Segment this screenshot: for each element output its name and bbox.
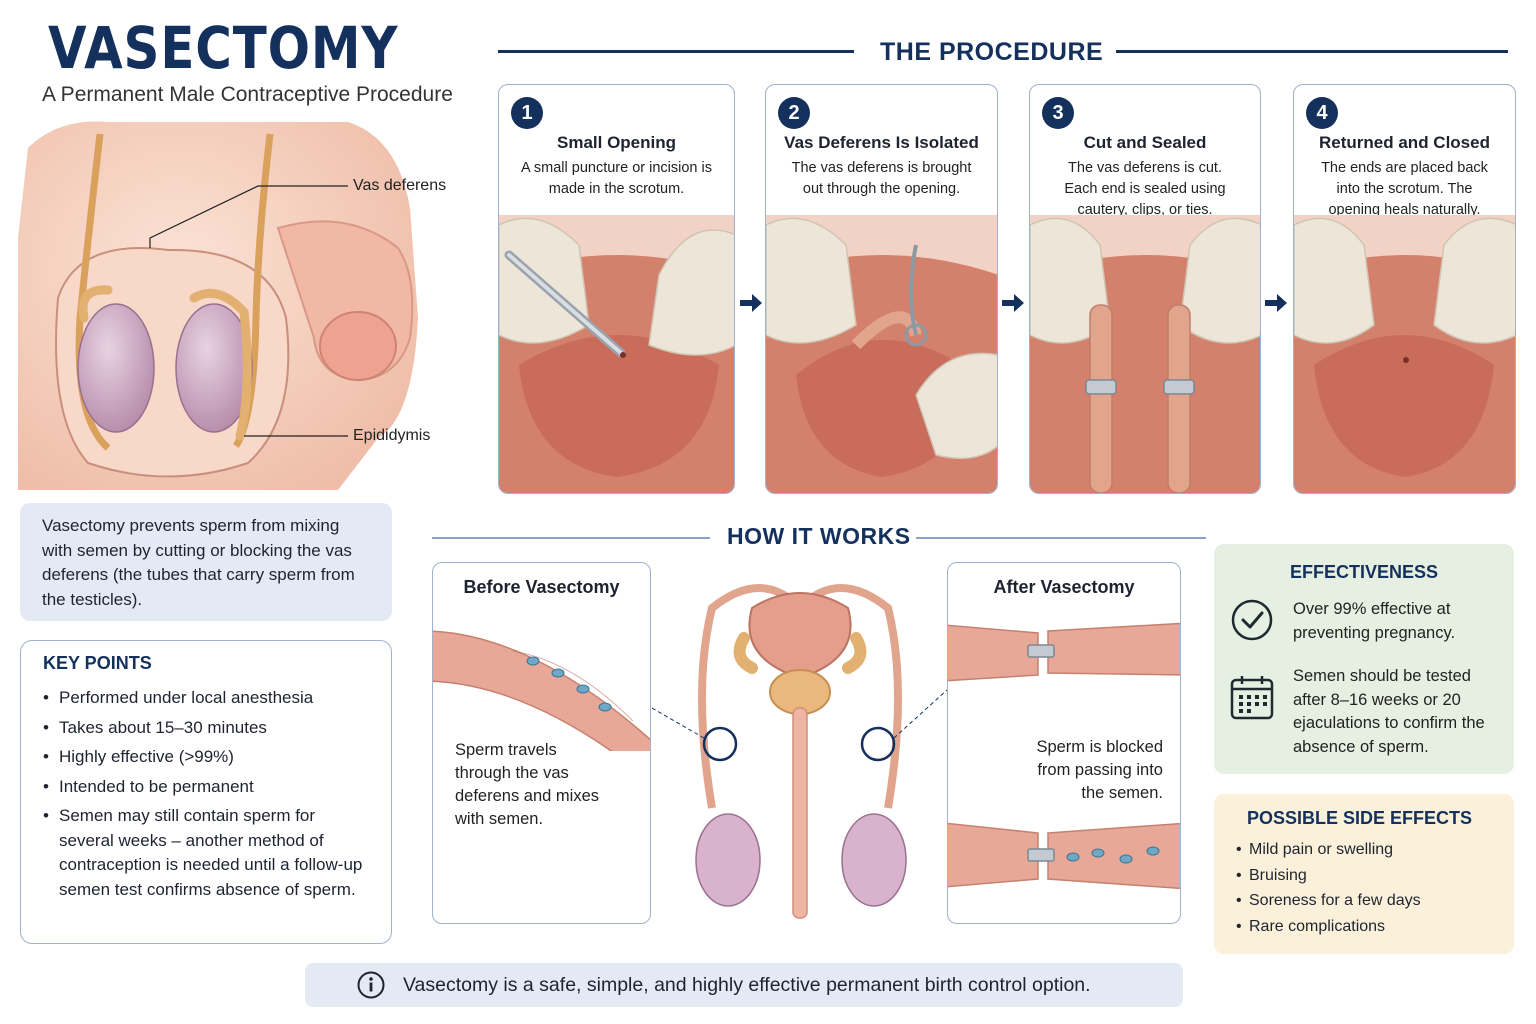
- semen-test-info: Semen should be tested after 8–16 weeks …: [1293, 667, 1485, 756]
- step-card-2: 2 Vas Deferens Is Isolated The vas defer…: [765, 84, 998, 494]
- step-title: Small Opening: [556, 133, 677, 152]
- effectiveness-rate: Over 99% effective at preventing pregnan…: [1293, 600, 1456, 642]
- epididymis-right: [189, 288, 252, 441]
- how-divider-right: [916, 537, 1206, 539]
- after-text: Sperm is blocked from passing into the s…: [1036, 738, 1163, 802]
- step-title: Returned and Closed: [1319, 133, 1490, 152]
- testis-right: [175, 303, 253, 433]
- side-effects-title: POSSIBLE SIDE EFFECTS: [1247, 808, 1473, 828]
- blocked-vas-illustration-bottom: [948, 822, 1180, 890]
- side-effect-item: Bruising: [1236, 863, 1492, 889]
- step-description: The ends are placed back into the scrotu…: [1321, 160, 1488, 218]
- intact-vas-illustration: [433, 630, 650, 751]
- intro-box: Vasectomy prevents sperm from mixing wit…: [20, 503, 392, 621]
- key-point-item: Intended to be permanent: [43, 775, 369, 800]
- step-illustration-closed: [1294, 215, 1515, 493]
- callout-line-vas: [149, 185, 348, 248]
- step-description: The vas deferens is cut. Each end is sea…: [1064, 160, 1226, 218]
- side-effect-item: Rare complications: [1236, 914, 1492, 940]
- key-point-item: Performed under local anesthesia: [43, 686, 369, 711]
- step-number: 3: [1042, 97, 1074, 129]
- step-illustration-cut-sealed: [1030, 215, 1260, 493]
- label-epididymis: Epididymis: [353, 427, 431, 444]
- before-text: Sperm travels through the vas deferens a…: [455, 741, 599, 828]
- anatomy-illustration: [18, 121, 418, 490]
- step-title: Vas Deferens Is Isolated: [784, 133, 979, 152]
- glans-shape: [319, 311, 397, 381]
- after-vasectomy-panel: After Vasectomy Sperm is blocked from pa…: [947, 562, 1181, 924]
- step-card-1: 1 Small Opening A small puncture or inci…: [498, 84, 735, 494]
- blocked-vas-illustration-top: [948, 622, 1180, 682]
- step-number: 1: [511, 97, 543, 129]
- calendar-icon: [1230, 676, 1274, 720]
- key-points-list: Performed under local anesthesia Takes a…: [43, 686, 369, 902]
- key-points-title: KEY POINTS: [43, 653, 152, 673]
- step-number: 4: [1306, 97, 1338, 129]
- step-arrow-icon: [1265, 294, 1287, 312]
- effectiveness-title: EFFECTIVENESS: [1289, 562, 1439, 582]
- footer-text: Vasectomy is a safe, simple, and highly …: [403, 974, 1091, 996]
- step-description: A small puncture or incision is made in …: [521, 160, 712, 197]
- epididymis-left: [78, 285, 113, 323]
- step-number: 2: [778, 97, 810, 129]
- page-subtitle: A Permanent Male Contraceptive Procedure: [42, 83, 453, 106]
- step-arrow-icon: [740, 294, 762, 312]
- step-description: The vas deferens is brought out through …: [791, 160, 972, 197]
- before-vasectomy-panel: Before Vasectomy Sperm travels through t…: [432, 562, 651, 924]
- footer-banner: Vasectomy is a safe, simple, and highly …: [305, 963, 1183, 1007]
- key-point-item: Takes about 15–30 minutes: [43, 716, 369, 741]
- step-card-4: 4 Returned and Closed The ends are place…: [1293, 84, 1516, 494]
- side-effects-box: POSSIBLE SIDE EFFECTS Mild pain or swell…: [1214, 794, 1514, 954]
- step-illustration-incision: [499, 215, 734, 493]
- step-card-3: 3 Cut and Sealed The vas deferens is cut…: [1029, 84, 1261, 494]
- key-point-item: Semen may still contain sperm for severa…: [43, 804, 369, 902]
- label-vas-deferens: Vas deferens: [353, 177, 447, 194]
- page-title: VASECTOMY: [48, 14, 399, 82]
- procedure-title: THE PROCEDURE: [880, 38, 1104, 66]
- procedure-divider-right: [1116, 50, 1508, 53]
- side-effects-list: Mild pain or swelling Bruising Soreness …: [1236, 837, 1492, 939]
- key-points-box: KEY POINTS Performed under local anesthe…: [20, 640, 392, 944]
- before-title: Before Vasectomy: [463, 577, 620, 597]
- side-effect-item: Soreness for a few days: [1236, 888, 1492, 914]
- checkmark-circle-icon: [1231, 599, 1273, 641]
- step-title: Cut and Sealed: [1083, 133, 1207, 152]
- step-arrow-icon: [1002, 294, 1024, 312]
- reproductive-tract-illustration: [652, 584, 947, 919]
- effectiveness-box: EFFECTIVENESS Over 99% effective at prev…: [1214, 544, 1514, 774]
- step-illustration-isolation: [766, 215, 997, 493]
- side-effect-item: Mild pain or swelling: [1236, 837, 1492, 863]
- how-divider-left: [432, 537, 710, 539]
- key-point-item: Highly effective (>99%): [43, 745, 369, 770]
- after-title: After Vasectomy: [993, 577, 1135, 597]
- testis-left: [77, 303, 155, 433]
- procedure-divider-left: [498, 50, 854, 53]
- info-icon: [357, 971, 385, 999]
- how-it-works-title: HOW IT WORKS: [727, 523, 911, 549]
